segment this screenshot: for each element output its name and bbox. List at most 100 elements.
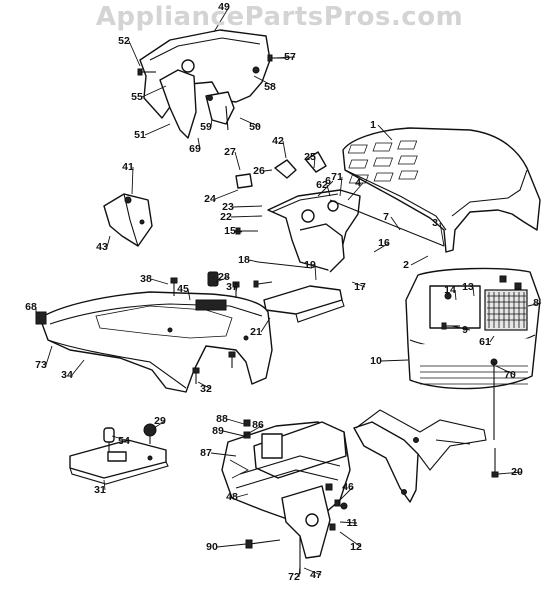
callout-leader (317, 180, 334, 197)
callout-label: 11 (346, 517, 357, 529)
callout-73: 73 (35, 345, 53, 371)
callout-leader (144, 123, 171, 136)
callout-58: 58 (253, 75, 276, 93)
callout-label: 18 (238, 254, 250, 266)
callout-label: 90 (206, 541, 218, 553)
callout-49: 49 (213, 1, 230, 33)
callout-leader (103, 479, 106, 491)
callout-label: 59 (200, 121, 212, 133)
callout-leader (248, 259, 259, 263)
callout-leader (213, 6, 230, 33)
callout-label: 20 (511, 466, 523, 478)
engine-part (221, 421, 351, 574)
callout-55: 55 (131, 85, 167, 103)
callout-34: 34 (61, 359, 85, 381)
callout-leader (263, 169, 273, 172)
callout-leader (234, 151, 241, 171)
callout-label: 6 (325, 175, 331, 187)
callout-7: 7 (383, 211, 401, 231)
grille-housing-part (405, 267, 541, 440)
fender-part (39, 291, 273, 393)
callout-label: 34 (61, 369, 73, 381)
callout-label: 48 (226, 491, 238, 503)
callout-leader (111, 435, 130, 442)
hood-part (342, 127, 541, 253)
callout-label: 16 (378, 237, 390, 249)
callout-leader (153, 420, 166, 429)
callout-leader (235, 286, 238, 293)
callout-label: 69 (189, 143, 201, 155)
callout-leader (260, 317, 271, 333)
callout-27: 27 (224, 146, 241, 171)
callout-38: 38 (140, 273, 169, 285)
callout-label: 7 (383, 211, 389, 223)
callout-label: 2 (403, 259, 409, 271)
callout-13: 13 (462, 281, 475, 297)
callout-leader (451, 325, 471, 331)
callout-leader (232, 205, 263, 208)
callout-leader (150, 278, 169, 285)
callout-37: 37 (226, 281, 238, 293)
callout-leader (495, 365, 516, 376)
callout-leader (454, 289, 457, 301)
callout-label: 46 (342, 481, 354, 493)
callout-label: 1 (370, 119, 376, 131)
callout-11: 11 (339, 517, 358, 529)
callout-label: 13 (462, 281, 474, 293)
callout-23: 23 (222, 201, 263, 213)
callout-leader (298, 565, 301, 578)
callout-label: 14 (444, 284, 456, 296)
callout-57: 57 (275, 51, 296, 63)
callout-label: 12 (350, 541, 362, 553)
callout-4: 4 (347, 177, 364, 201)
callout-72: 72 (288, 565, 301, 583)
callout-label: 51 (134, 129, 146, 141)
callout-leader (197, 381, 212, 390)
callout-leader (527, 302, 542, 307)
callout-86: 86 (243, 419, 264, 437)
callout-41: 41 (122, 161, 134, 195)
callout-19: 19 (304, 259, 317, 281)
callout-31: 31 (94, 479, 106, 496)
callout-leader (410, 255, 429, 266)
callout-18: 18 (238, 254, 259, 266)
frame-part (353, 409, 487, 503)
callout-leader (239, 117, 261, 128)
callout-14: 14 (444, 284, 457, 301)
callout-leader (45, 345, 53, 366)
callout-label: 62 (316, 179, 328, 191)
callout-leader (215, 276, 230, 283)
callout-20: 20 (497, 466, 523, 478)
callout-51: 51 (134, 123, 171, 141)
callout-89: 89 (212, 425, 245, 437)
callout-label: 3 (432, 217, 438, 229)
callout-87: 87 (200, 447, 237, 459)
callout-leader (243, 424, 264, 437)
callout-label: 32 (200, 383, 212, 395)
callout-54: 54 (111, 435, 130, 447)
callout-leader (210, 117, 213, 128)
callout-leader (339, 521, 358, 524)
callout-6: 6 (317, 175, 334, 197)
callout-8: 8 (527, 297, 542, 309)
callout-leader (275, 56, 296, 59)
callout-1: 1 (370, 119, 393, 141)
cap-29-part (143, 423, 157, 444)
callout-leader (337, 486, 354, 503)
callout-label: 27 (224, 146, 236, 158)
callout-label: 37 (226, 281, 238, 293)
callout-leader (197, 137, 201, 150)
callout-leader (187, 288, 191, 301)
callout-48: 48 (226, 491, 249, 503)
callout-52: 52 (118, 35, 141, 67)
callout-label: 17 (354, 281, 366, 293)
callout-leader (106, 235, 111, 248)
callout-leader (339, 176, 343, 197)
callout-9: 9 (451, 324, 471, 336)
callout-47: 47 (303, 567, 322, 581)
callout-leader (236, 493, 249, 498)
callout-label: 57 (284, 51, 296, 63)
callout-leader (71, 359, 85, 376)
callout-88: 88 (216, 413, 245, 425)
callout-24: 24 (204, 189, 239, 205)
